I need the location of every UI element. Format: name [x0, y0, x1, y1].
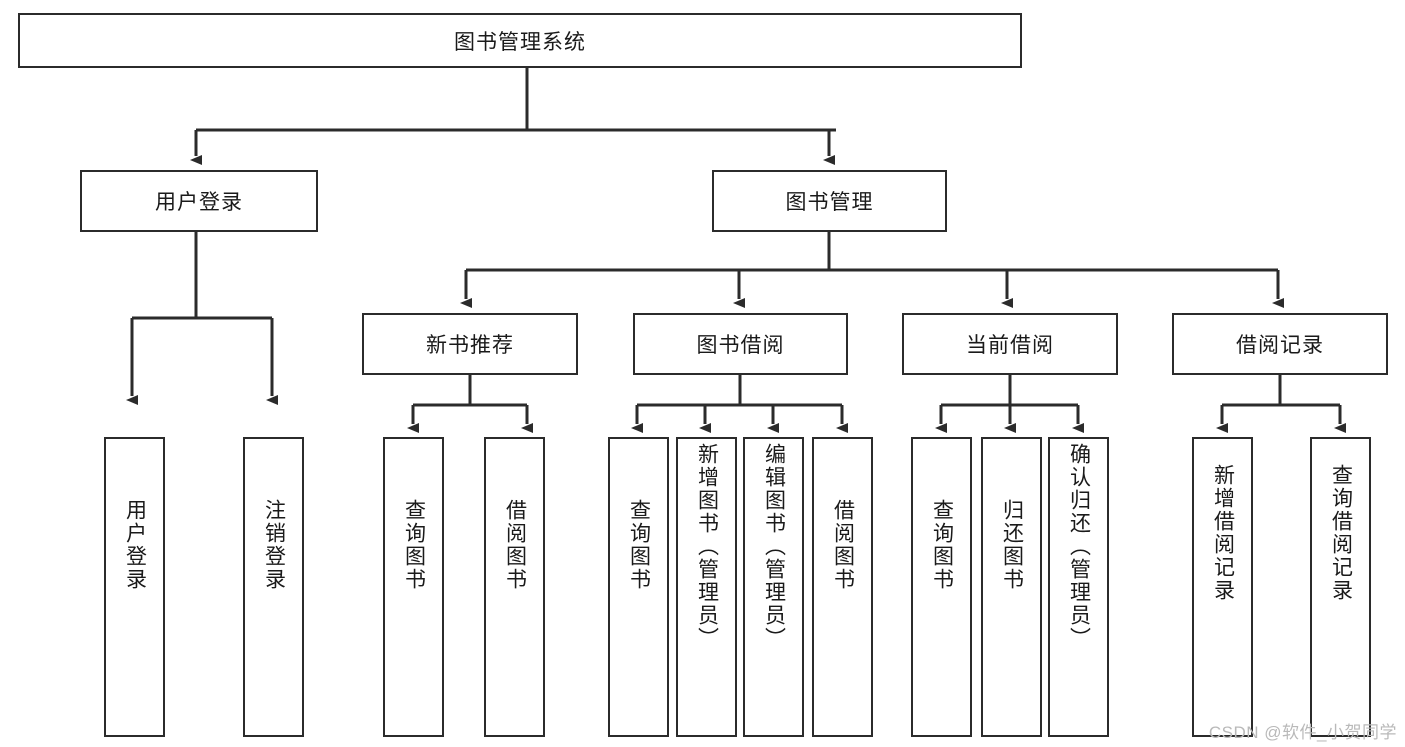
- node-book-management-label: 图书管理: [785, 191, 874, 214]
- node-book-management[interactable]: 图书管理: [712, 170, 947, 232]
- leaf-query-record-label: 查询借阅记录: [1329, 464, 1353, 602]
- leaf-borrow-book-1-label: 借阅图书: [503, 499, 527, 591]
- leaf-add-book-label: 新增图书（管理员）: [695, 443, 719, 650]
- node-root-label: 图书管理系统: [454, 30, 586, 54]
- leaf-return-book[interactable]: 归还图书: [981, 437, 1042, 737]
- leaf-borrow-book-2-label: 借阅图书: [831, 499, 855, 591]
- node-user-login-label: 用户登录: [155, 191, 243, 214]
- node-borrow-record[interactable]: 借阅记录: [1172, 313, 1388, 375]
- leaf-add-book[interactable]: 新增图书（管理员）: [676, 437, 737, 737]
- node-book-borrow-label: 图书借阅: [696, 334, 785, 357]
- node-borrow-record-label: 借阅记录: [1236, 334, 1324, 357]
- leaf-borrow-book-2[interactable]: 借阅图书: [812, 437, 873, 737]
- leaf-add-record-label: 新增借阅记录: [1211, 464, 1235, 602]
- leaf-logout-label: 注销登录: [262, 499, 286, 591]
- node-new-book-recommend-label: 新书推荐: [426, 334, 514, 357]
- leaf-user-login[interactable]: 用户登录: [104, 437, 165, 737]
- leaf-query-book-1-label: 查询图书: [402, 499, 426, 591]
- leaf-confirm-return[interactable]: 确认归还（管理员）: [1048, 437, 1109, 737]
- leaf-query-book-3[interactable]: 查询图书: [911, 437, 972, 737]
- node-current-borrow[interactable]: 当前借阅: [902, 313, 1118, 375]
- leaf-edit-book-label: 编辑图书（管理员）: [762, 443, 786, 650]
- leaf-confirm-return-label: 确认归还（管理员）: [1067, 443, 1091, 650]
- leaf-query-record[interactable]: 查询借阅记录: [1310, 437, 1371, 737]
- node-current-borrow-label: 当前借阅: [966, 334, 1054, 357]
- leaf-query-book-2-label: 查询图书: [627, 499, 651, 591]
- leaf-return-book-label: 归还图书: [1000, 499, 1024, 591]
- leaf-borrow-book-1[interactable]: 借阅图书: [484, 437, 545, 737]
- node-new-book-recommend[interactable]: 新书推荐: [362, 313, 578, 375]
- leaf-query-book-3-label: 查询图书: [930, 499, 954, 591]
- node-book-borrow[interactable]: 图书借阅: [633, 313, 848, 375]
- leaf-logout[interactable]: 注销登录: [243, 437, 304, 737]
- leaf-edit-book[interactable]: 编辑图书（管理员）: [743, 437, 804, 737]
- leaf-query-book-1[interactable]: 查询图书: [383, 437, 444, 737]
- watermark-text: CSDN @软件_小贺同学: [1208, 723, 1397, 742]
- leaf-add-record[interactable]: 新增借阅记录: [1192, 437, 1253, 737]
- node-root[interactable]: 图书管理系统: [18, 13, 1022, 68]
- leaf-query-book-2[interactable]: 查询图书: [608, 437, 669, 737]
- node-user-login[interactable]: 用户登录: [80, 170, 318, 232]
- leaf-user-login-label: 用户登录: [123, 499, 147, 591]
